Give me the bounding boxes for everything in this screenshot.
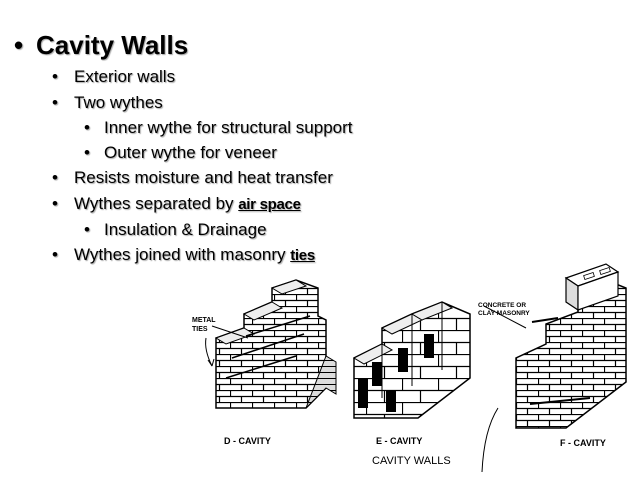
bullet-text: Wythes joined with masonry — [74, 245, 291, 264]
bullet-text: Two wythes — [74, 93, 163, 112]
metal-ties-label-line2: TIES — [192, 326, 208, 333]
bullet-dot: • — [52, 194, 58, 213]
slide-title-row: • Cavity Walls — [14, 30, 188, 61]
cavity-walls-illustration: METAL TIES D - CAVITY E - CAVITY CAVITY … — [192, 263, 627, 473]
caption-cavity-walls: CAVITY WALLS — [372, 455, 451, 467]
bullet-dot: • — [52, 67, 58, 86]
bullet-text: Wythes separated by — [74, 194, 239, 213]
bullet-text: Resists moisture and heat transfer — [74, 168, 333, 187]
bullet-text: Insulation & Drainage — [104, 220, 267, 239]
bullet-insulation: • Insulation & Drainage — [84, 220, 267, 240]
metal-ties-label-line1: METAL — [192, 317, 216, 324]
bullet-dot: • — [52, 93, 58, 112]
bullet-inner-wythe: • Inner wythe for structural support — [84, 118, 353, 138]
bullet-text: Exterior walls — [74, 67, 176, 86]
keyword-air-space: air space — [238, 196, 301, 213]
bullet-outer-wythe: • Outer wythe for veneer — [84, 143, 277, 163]
bullet-resists: • Resists moisture and heat transfer — [52, 168, 333, 188]
concrete-label-line1: CONCRETE OR — [478, 302, 526, 309]
concrete-label-line2: CLAY MASONRY — [478, 310, 530, 317]
bullet-two-wythes: • Two wythes — [52, 93, 163, 113]
bullet-joined: • Wythes joined with masonry ties — [52, 245, 315, 265]
bullet-text: Outer wythe for veneer — [104, 143, 277, 162]
caption-d-cavity: D - CAVITY — [224, 436, 271, 446]
slide-title: Cavity Walls — [36, 30, 189, 60]
bullet-dot: • — [84, 118, 90, 137]
caption-e-cavity: E - CAVITY — [376, 436, 422, 446]
bullet-dot: • — [52, 168, 58, 187]
caption-f-cavity: F - CAVITY — [560, 438, 606, 448]
diagram-e-cavity — [352, 301, 471, 419]
bullet-dot: • — [84, 220, 90, 239]
bullet-separated: • Wythes separated by air space — [52, 194, 301, 214]
bullet-dot: • — [84, 143, 90, 162]
diagram-d-cavity — [205, 279, 337, 409]
keyword-ties: ties — [290, 247, 315, 264]
bullet-text: Inner wythe for structural support — [104, 118, 353, 137]
bullet-dot: • — [14, 30, 24, 60]
bullet-exterior: • Exterior walls — [52, 67, 175, 87]
bullet-dot: • — [52, 245, 58, 264]
diagram-f-cavity — [481, 263, 627, 473]
